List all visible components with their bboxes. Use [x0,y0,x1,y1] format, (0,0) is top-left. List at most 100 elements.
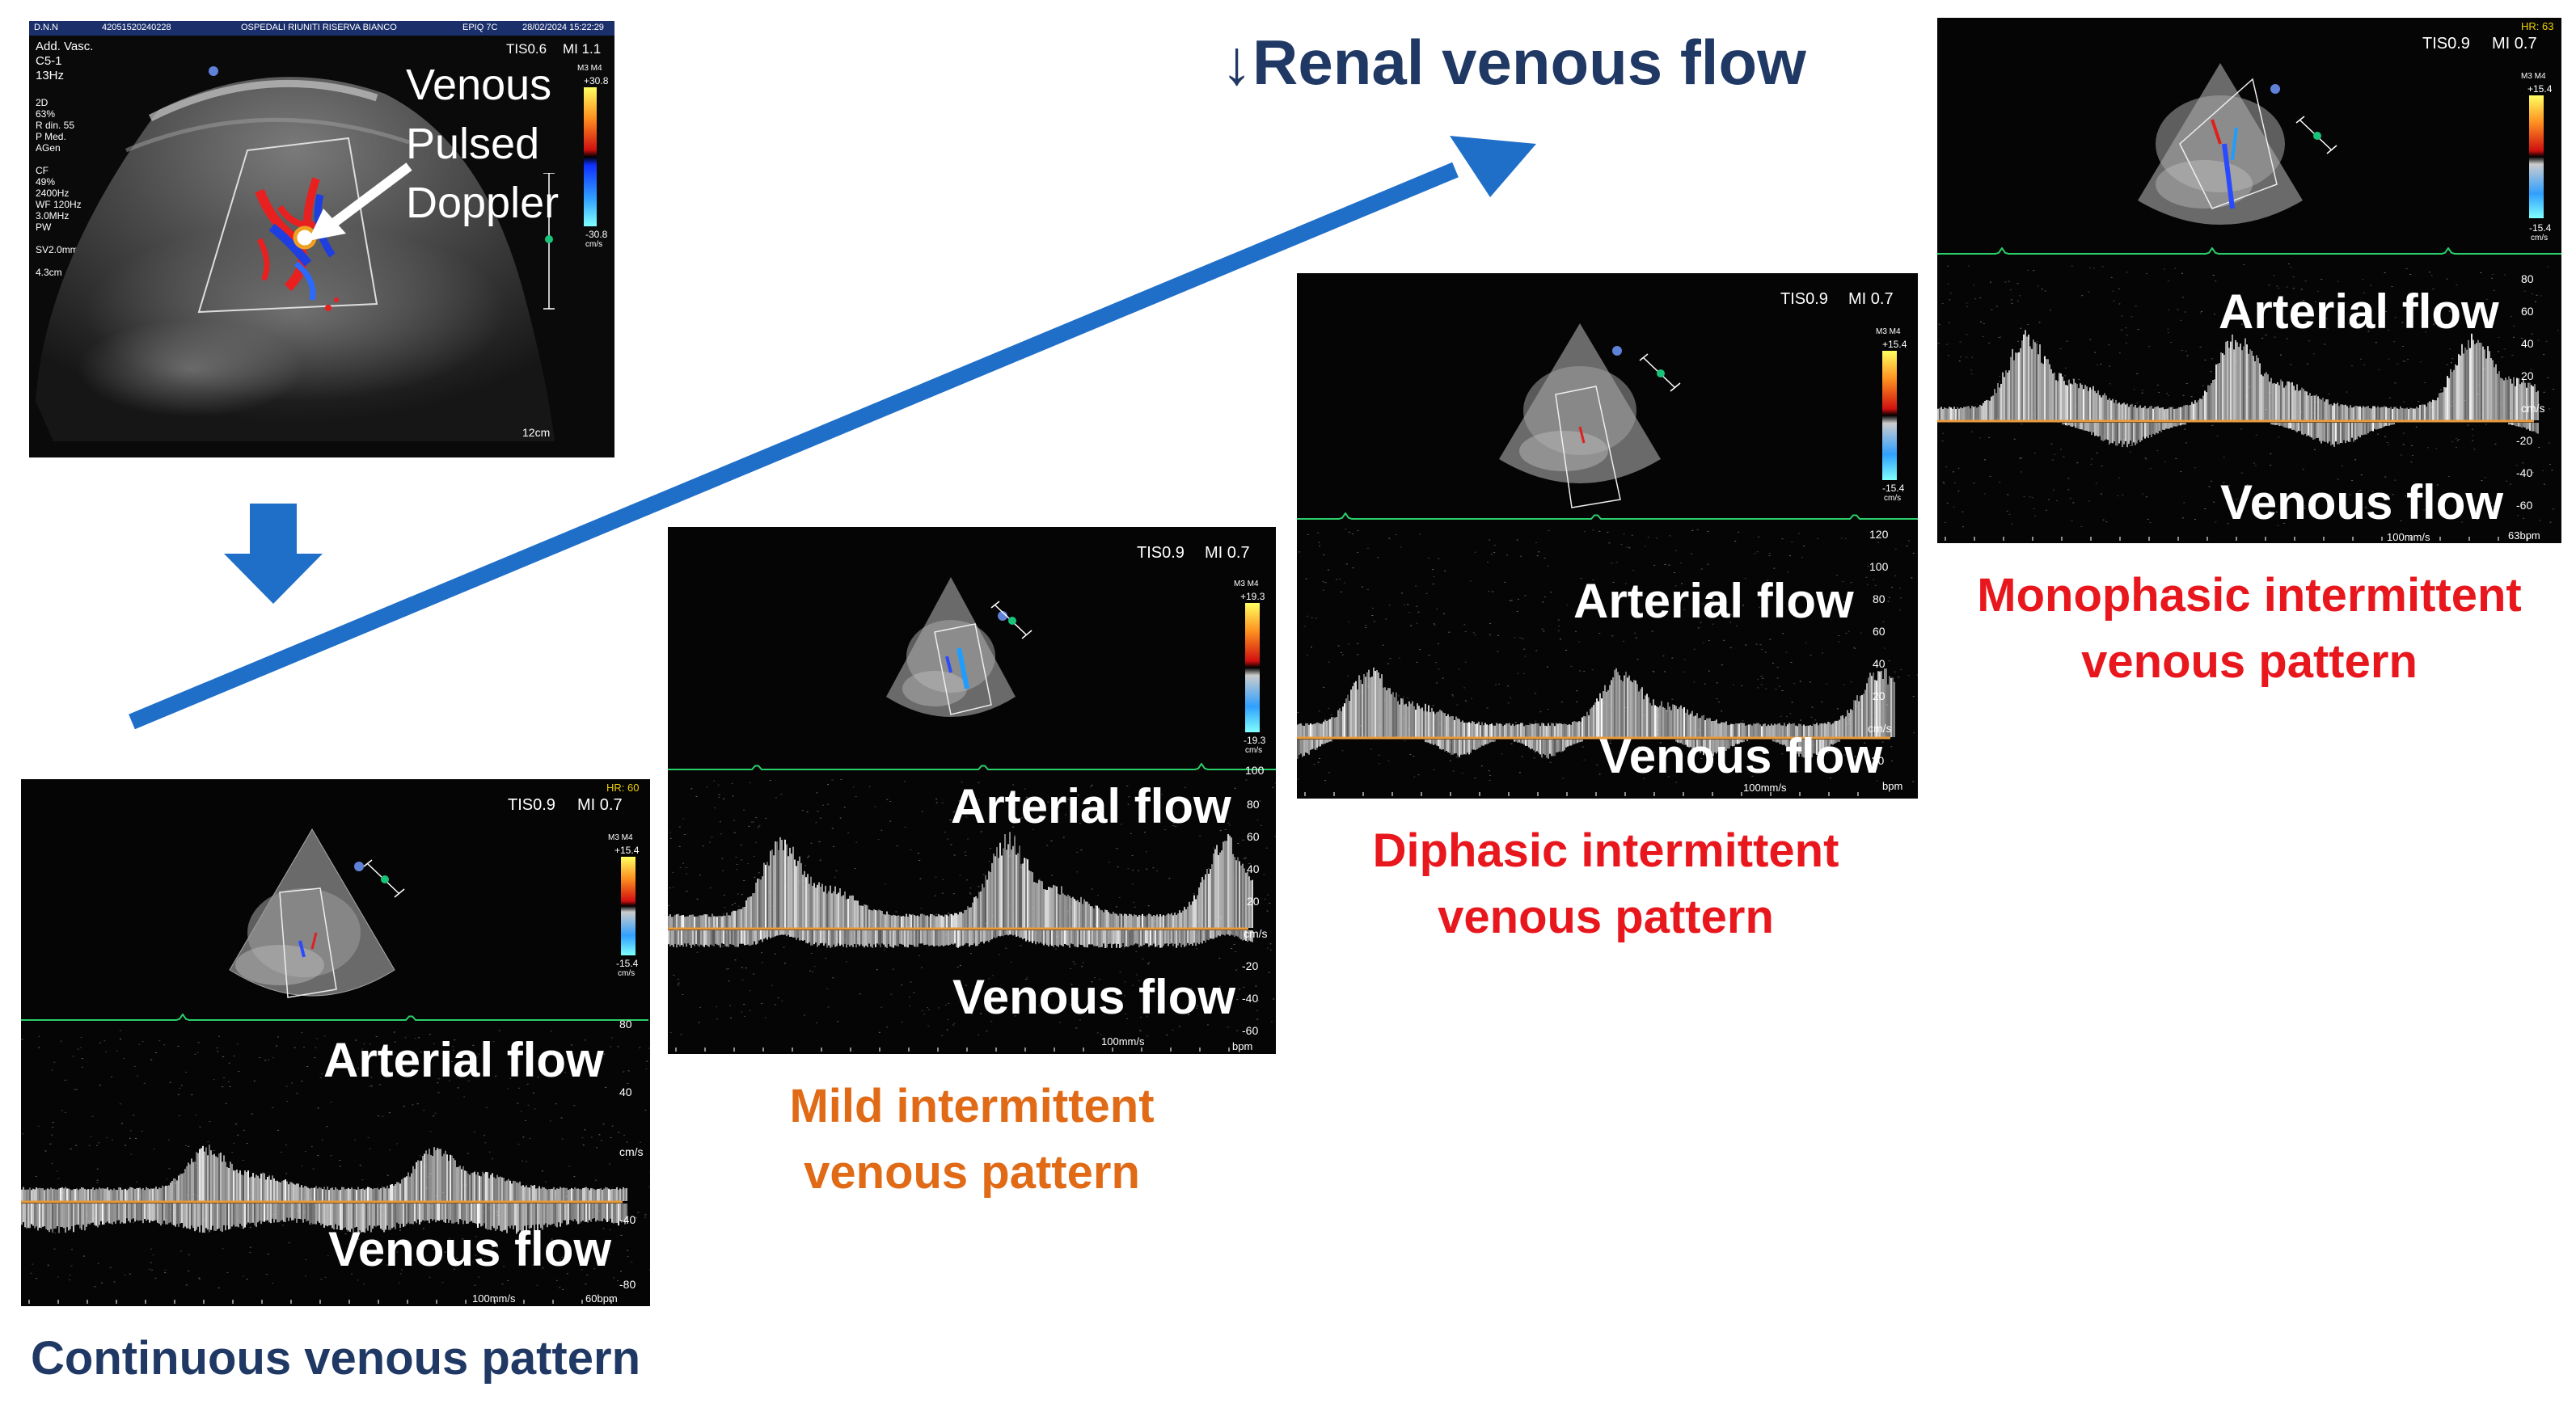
tis-readout: TIS0.9 [508,796,555,814]
axis-tick: 20 [2521,369,2534,382]
axis-tick: -60 [2516,499,2533,512]
axis-tick: 40 [619,1086,632,1098]
bpm-readout: bpm [1882,780,1903,792]
venous-flow-label: Venous flow [328,1222,612,1276]
axis-tick: 80 [1873,592,1886,605]
setting-line: 63% [36,108,56,120]
caption-line: Monophasic intermittent [1977,569,2522,622]
axis-tick: 60 [2521,305,2534,318]
panel-diphasic: TIS0.9 MI 0.7 M3 M4 +15.4 -15.4 cm/s Art… [1297,273,1918,799]
hr-readout: HR: 60 [606,782,640,794]
b-mode-scan [36,66,555,441]
header-hospital: OSPEDALI RIUNITI RISERVA BIANCO [241,23,397,32]
arterial-flow-label: Arterial flow [2219,285,2499,339]
setting-line: SV2.0mm [36,244,78,255]
axis-tick: 80 [619,1018,632,1031]
bpm-readout: 63bpm [2508,529,2540,542]
tis-readout: TIS0.9 [1780,290,1828,308]
header-datetime: 28/02/2024 15:22:29 [522,23,604,32]
caption-line: Diphasic intermittent [1372,824,1839,877]
hr-readout: HR: 63 [2521,20,2554,32]
mode-label: M3 M4 [2521,72,2546,81]
caption-monophasic: Monophasic intermittent venous pattern [1918,563,2576,696]
axis-tick: cm/s [1244,927,1268,940]
header-id: 42051520240228 [102,23,171,32]
caption-diphasic: Diphasic intermittent venous pattern [1274,818,1937,951]
caption-continuous: Continuous venous pattern [0,1326,671,1392]
sweep-speed: 100mm/s [1743,782,1787,794]
venous-flow-label: Venous flow [2220,475,2504,529]
axis-tick: -80 [619,1278,636,1291]
scale-top: +30.8 [584,75,609,86]
scale-unit: cm/s [618,969,636,978]
doppler-spectrum [21,1014,650,1306]
frame-rate: 13Hz [36,69,65,82]
sample-gate-icon [990,601,1033,639]
axis-tick: -40 [1242,992,1259,1005]
axis-tick: 120 [1869,528,1889,541]
axis-tick: -60 [1242,1024,1259,1037]
scale-bottom: -15.4 [1882,483,1905,494]
scale-top: +15.4 [1882,339,1907,350]
scale-top: +15.4 [614,845,640,856]
doppler-spectrum [668,763,1276,1054]
setting-line: WF 120Hz [36,199,82,210]
setting-line: PW [36,221,52,233]
b-mode-sector [886,577,1016,717]
sweep-speed: 100mm/s [472,1292,516,1305]
axis-tick: -40 [2516,466,2533,479]
ecg-trace [21,1014,648,1021]
depth-ruler [543,173,555,310]
axis-tick: 40 [2521,337,2534,350]
image-mi: MI 1.1 [563,41,602,57]
axis-tick: cm/s [2521,402,2545,415]
caption-mild: Mild intermittent venous pattern [647,1073,1297,1207]
b-mode-sector [1499,323,1661,508]
scale-unit: cm/s [1245,746,1263,755]
axis-tick: 60 [1247,830,1260,843]
color-doppler-image: D.N.N 42051520240228 OSPEDALI RIUNITI RI… [29,21,614,457]
preset-label: Add. Vasc. [36,40,94,53]
axis-tick: 20 [1247,895,1260,908]
annotation-venous: Venous [406,61,552,109]
axis-tick: cm/s [619,1145,644,1158]
arterial-flow-label: Arterial flow [323,1033,604,1087]
sweep-speed: 100mm/s [2387,531,2430,543]
panel-monophasic: HR: 63 TIS0.9 MI 0.7 M3 M4 +15.4 -15.4 c… [1937,18,2561,543]
setting-line: 2400Hz [36,188,70,199]
mode-label: M3 M4 [608,833,633,842]
sample-gate-icon [1639,353,1681,392]
setting-line: 2D [36,97,49,108]
axis-tick: 60 [1873,625,1886,638]
setting-line: 3.0MHz [36,210,70,221]
setting-line: P Med. [36,131,66,142]
axis-tick: -20 [1868,754,1885,767]
arterial-flow-label: Arterial flow [951,779,1231,833]
mi-readout: MI 0.7 [1848,290,1894,308]
mode-label: M3 M4 [1234,580,1259,588]
ecg-trace [668,763,1276,770]
scale-bottom: -19.3 [1244,735,1266,746]
mode-label: M3 M4 [577,64,602,73]
caption-line: Continuous venous pattern [31,1332,640,1385]
ecg-trace [1937,247,2561,255]
mi-readout: MI 0.7 [2492,35,2537,53]
bpm-readout: 60bpm [585,1292,618,1305]
sweep-speed: 100mm/s [1101,1035,1145,1048]
velocity-color-bar [584,87,597,226]
caption-line: Mild intermittent [789,1080,1155,1132]
tis-readout: TIS0.9 [2422,35,2470,53]
axis-tick: -20 [2516,434,2533,447]
depth-label: 12cm [522,426,551,439]
mi-readout: MI 0.7 [1205,544,1250,562]
velocity-color-bar [1245,603,1260,732]
scale-unit: cm/s [2531,234,2549,242]
title-text: Renal venous flow [1252,27,1806,98]
scale-bottom: -15.4 [616,958,639,969]
velocity-color-bar [1882,351,1897,480]
ecg-trace [1297,512,1918,520]
velocity-color-bar [2529,95,2544,218]
axis-tick: -20 [1242,959,1259,972]
scale-unit: cm/s [1884,494,1902,503]
